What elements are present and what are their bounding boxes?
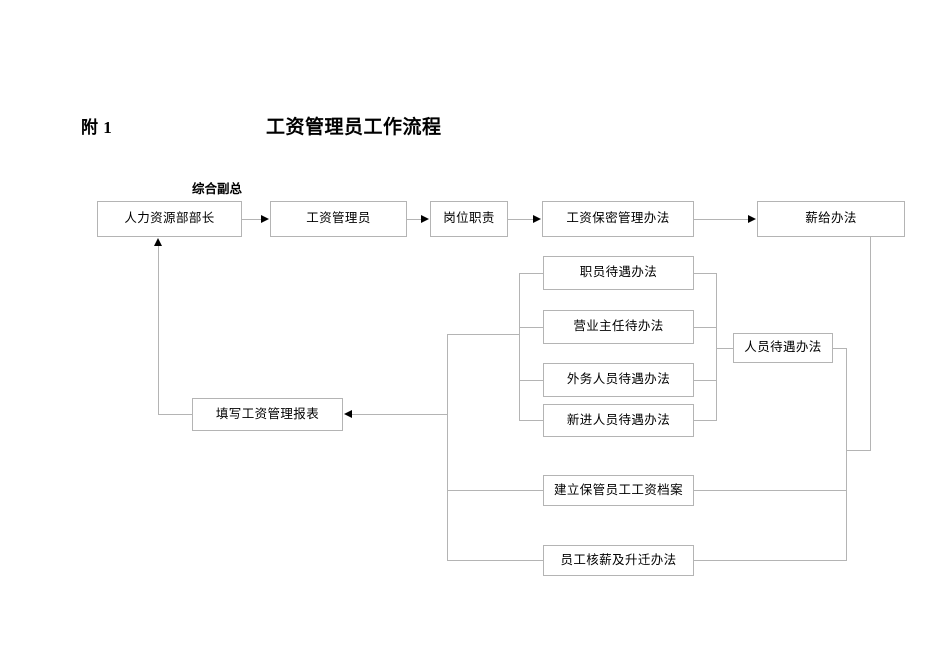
arrow-hr-to-payroll bbox=[261, 214, 269, 223]
connector-left-trunk-to-archive bbox=[447, 490, 543, 491]
connector-right-trunk-vertical bbox=[846, 348, 847, 561]
connector-sales-to-bracket bbox=[694, 327, 717, 328]
connector-paymethod-left bbox=[846, 450, 871, 451]
supervisor-label: 综合副总 bbox=[192, 182, 243, 196]
page-title: 工资管理员工作流程 bbox=[266, 117, 442, 138]
connector-feedback-vertical bbox=[158, 245, 159, 415]
connector-right-trunk-to-promotion bbox=[694, 560, 847, 561]
connector-trunk-to-bracket bbox=[447, 334, 519, 335]
connector-bracket-left-vertical bbox=[519, 273, 520, 421]
arrow-payroll-to-jobduty bbox=[421, 214, 429, 223]
connector-left-trunk-to-promotion bbox=[447, 560, 543, 561]
connector-bracket-to-staff bbox=[519, 273, 543, 274]
arrow-confidential-to-paymethod bbox=[748, 214, 756, 223]
connector-payroll-to-jobduty bbox=[407, 219, 422, 220]
connector-staff-to-bracket bbox=[694, 273, 717, 274]
connector-hr-to-payroll bbox=[242, 219, 262, 220]
connector-trunk-to-fillreport bbox=[352, 414, 447, 415]
document-reference: 附 1 bbox=[81, 118, 113, 137]
connector-bracket-right-vertical bbox=[716, 273, 717, 421]
node-payroll-admin[interactable]: 工资管理员 bbox=[270, 201, 407, 237]
node-salary-confidential[interactable]: 工资保密管理办法 bbox=[542, 201, 694, 237]
node-hr-director[interactable]: 人力资源部部长 bbox=[97, 201, 242, 237]
arrow-jobduty-to-confidential bbox=[533, 214, 541, 223]
node-salary-promotion[interactable]: 员工核薪及升迁办法 bbox=[543, 545, 694, 576]
node-job-duty[interactable]: 岗位职责 bbox=[430, 201, 508, 237]
node-fill-report[interactable]: 填写工资管理报表 bbox=[192, 398, 343, 431]
connector-bracket-to-new bbox=[519, 420, 543, 421]
connector-right-trunk-to-archive bbox=[694, 490, 847, 491]
node-pay-method[interactable]: 薪给办法 bbox=[757, 201, 905, 237]
arrow-feedback-to-hr-director bbox=[154, 238, 162, 246]
node-field-staff-treatment[interactable]: 外务人员待遇办法 bbox=[543, 363, 694, 397]
node-staff-treatment[interactable]: 职员待遇办法 bbox=[543, 256, 694, 290]
connector-field-to-bracket bbox=[694, 380, 717, 381]
connector-confidential-to-paymethod bbox=[694, 219, 748, 220]
node-new-staff-treatment[interactable]: 新进人员待遇办法 bbox=[543, 404, 694, 437]
connector-new-to-bracket bbox=[694, 420, 717, 421]
node-sales-director-treatment[interactable]: 营业主任待办法 bbox=[543, 310, 694, 344]
connector-fillreport-feedback-bottom bbox=[158, 414, 193, 415]
node-archive-salary[interactable]: 建立保管员工工资档案 bbox=[543, 475, 694, 506]
connector-bracket-to-field bbox=[519, 380, 543, 381]
connector-paymethod-down bbox=[870, 237, 871, 450]
connector-jobduty-to-confidential bbox=[508, 219, 534, 220]
arrow-trunk-to-fillreport bbox=[344, 409, 352, 418]
connector-bracket-to-personnel bbox=[716, 348, 734, 349]
connector-trunk-left-vertical bbox=[447, 334, 448, 560]
node-personnel-treatment[interactable]: 人员待遇办法 bbox=[733, 333, 833, 363]
connector-personnel-to-right-trunk bbox=[833, 348, 847, 349]
connector-bracket-to-sales bbox=[519, 327, 543, 328]
